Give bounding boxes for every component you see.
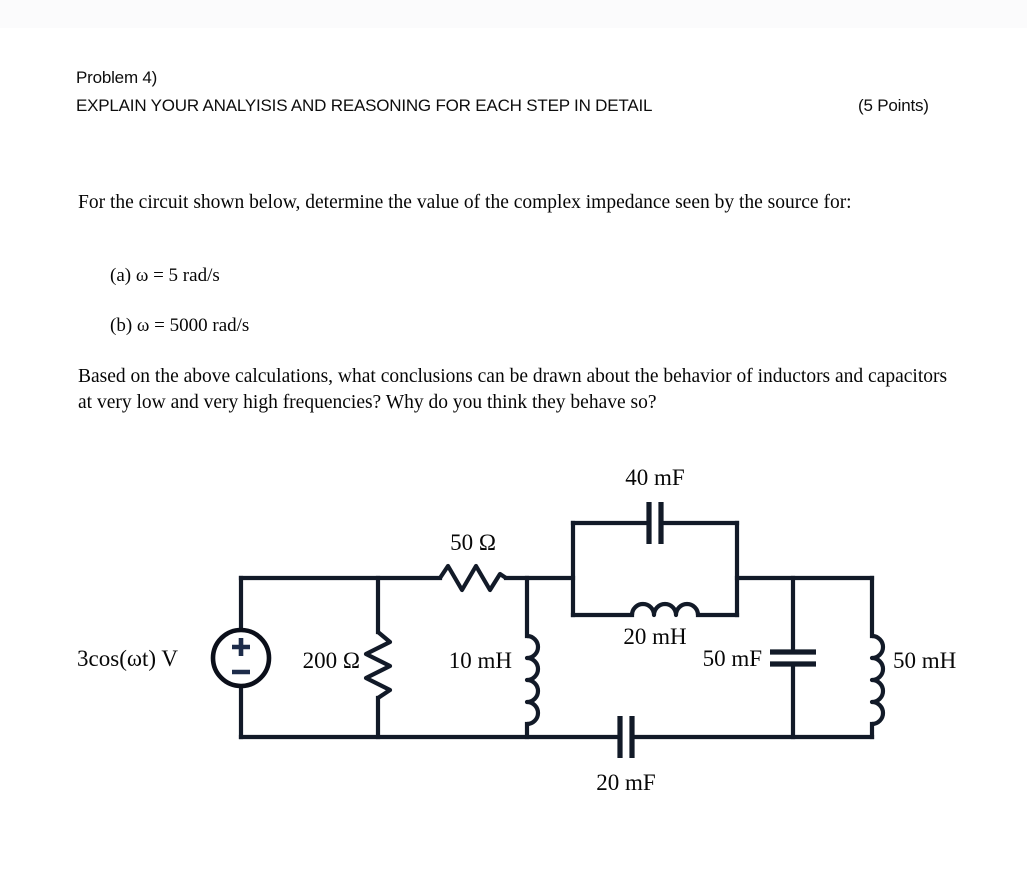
circuit-svg: 3cos(ωt) V 200 Ω 50 Ω 10 mH 20 mH <box>77 465 956 795</box>
inductor-20-mh-symbol <box>629 601 701 618</box>
capacitor-50-mf-label: 50 mF <box>703 646 762 671</box>
resistor-200-ohm-symbol <box>363 630 393 700</box>
inductor-20-mh-label: 20 mH <box>623 624 686 649</box>
capacitor-20-mf-label: 20 mF <box>596 770 655 795</box>
problem-label: Problem 4) <box>76 68 158 87</box>
inductor-50-mh-symbol <box>869 633 886 727</box>
inductor-10-mh-symbol <box>524 633 541 727</box>
voltage-source-label: 3cos(ωt) V <box>77 646 178 671</box>
option-b: (b) ω = 5000 rad/s <box>110 315 250 336</box>
option-a: (a) ω = 5 rad/s <box>110 265 220 286</box>
inductor-50-mh-label: 50 mH <box>893 648 956 673</box>
conclusion-question: Based on the above calculations, what co… <box>78 366 948 413</box>
instruction-line: EXPLAIN YOUR ANALYISIS AND REASONING FOR… <box>76 96 653 115</box>
circuit-diagram: 3cos(ωt) V 200 Ω 50 Ω 10 mH 20 mH <box>0 440 1027 810</box>
voltage-source-symbol <box>210 627 272 689</box>
resistor-200-ohm-label: 200 Ω <box>303 648 360 673</box>
question-prompt: For the circuit shown below, determine t… <box>78 192 852 213</box>
inductor-10-mh-label: 10 mH <box>449 648 512 673</box>
resistor-50-ohm-label: 50 Ω <box>450 530 496 555</box>
capacitor-40-mf-label: 40 mF <box>625 465 684 490</box>
resistor-50-ohm-symbol <box>438 563 508 593</box>
points-label: (5 Points) <box>858 96 929 115</box>
page-top-band <box>0 0 1027 28</box>
